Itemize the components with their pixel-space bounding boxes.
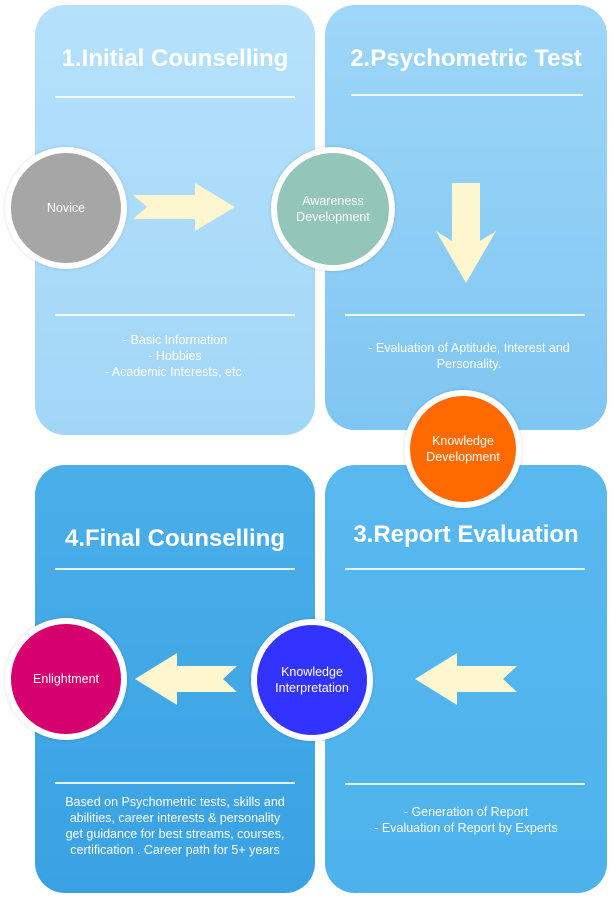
stage-label-line: Knowledge — [281, 665, 343, 679]
stage-label-line: Development — [296, 210, 370, 224]
stage-knowledge-interpretation-circle: Knowledge Interpretation — [251, 619, 373, 741]
detail-line: - Hobbies — [148, 349, 202, 363]
detail-line: - Evaluation of Report by Experts — [374, 821, 558, 835]
stage-label: Knowledge Interpretation — [275, 664, 349, 696]
detail-line: - Basic Information — [122, 333, 228, 347]
arrow-right-icon — [133, 183, 235, 231]
divider — [55, 782, 295, 784]
panel-title: 1.Initial Counselling — [61, 45, 289, 72]
panel-title: 4.Final Counselling — [64, 525, 286, 552]
divider — [345, 783, 585, 785]
detail-line: abilities, career interests & personalit… — [69, 811, 281, 825]
stage-label: Novice — [46, 201, 86, 215]
divider — [351, 94, 583, 96]
detail-line: Based on Psychometric tests, skills and — [65, 795, 285, 809]
stage-label-line: Development — [426, 450, 500, 464]
detail-line: get guidance for best streams, courses, — [65, 827, 285, 841]
stage-enlightment-circle: Enlightment — [5, 618, 127, 740]
stage-label: Enlightment — [32, 672, 99, 686]
panel-details: - Basic Information - Hobbies - Academic… — [35, 332, 315, 380]
panel-title: 3.Report Evaluation — [353, 521, 579, 548]
stage-label: Awareness Development — [296, 193, 370, 225]
divider — [345, 568, 585, 570]
detail-line: - Evaluation of Aptitude, Interest and — [368, 341, 570, 355]
stage-label: Knowledge Development — [426, 433, 500, 465]
stage-label-line: Awareness — [302, 194, 364, 208]
panel-details: - Evaluation of Aptitude, Interest and P… — [339, 340, 599, 372]
stage-awareness-development-circle: Awareness Development — [271, 147, 395, 271]
stage-novice-circle: Novice — [5, 147, 127, 269]
divider — [55, 568, 295, 570]
arrow-left-icon — [135, 653, 237, 705]
divider — [55, 314, 295, 316]
panel-title: 2.Psychometric Test — [350, 45, 582, 72]
detail-line: Personality. — [436, 357, 502, 371]
stage-label-line: Knowledge — [432, 434, 494, 448]
arrow-left-icon — [415, 653, 517, 705]
panel-details: Based on Psychometric tests, skills and … — [35, 794, 315, 858]
panel-details: - Generation of Report - Evaluation of R… — [325, 804, 607, 836]
detail-line: certification . Career path for 5+ years — [70, 843, 280, 857]
stage-knowledge-development-circle: Knowledge Development — [404, 390, 522, 508]
detail-line: - Generation of Report — [403, 805, 529, 819]
detail-line: - Academic Interests, etc. — [104, 365, 246, 379]
divider — [345, 314, 585, 316]
stage-label-line: Interpretation — [275, 681, 349, 695]
arrow-down-icon — [436, 183, 496, 283]
divider — [55, 96, 295, 98]
